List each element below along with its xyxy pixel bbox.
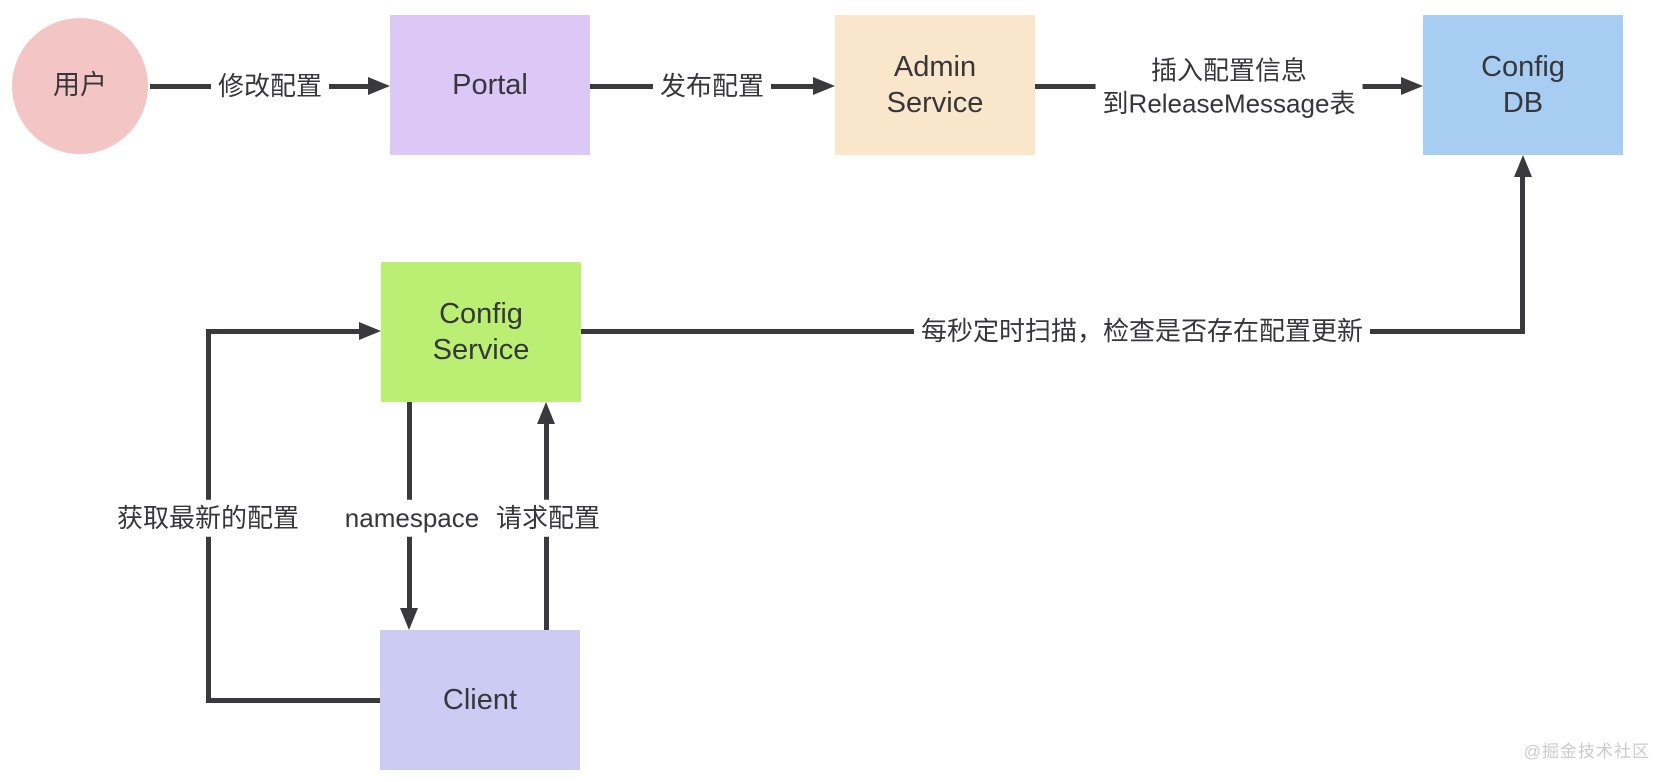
edge-publish-config-label: 发布配置: [652, 67, 772, 105]
node-client-label: Client: [442, 683, 518, 716]
edge-scan-db-label: 每秒定时扫描，检查是否存在配置更新: [913, 312, 1371, 350]
edge-namespace-label: namespace: [337, 499, 487, 537]
edge-fetch-latest-label: 获取最新的配置: [109, 499, 307, 537]
edge-fetch-latest-arrowhead-icon: [359, 322, 381, 340]
node-admin-service: Admin Service: [835, 15, 1035, 155]
edge-insert-release-message-arrowhead-icon: [1401, 77, 1423, 95]
node-config-db: Config DB: [1423, 15, 1623, 155]
node-portal-label: Portal: [452, 68, 528, 101]
node-user-label: 用户: [53, 70, 107, 101]
node-portal: Portal: [390, 15, 590, 155]
edge-insert-release-message-label: 插入配置信息 到ReleaseMessage表: [1095, 52, 1363, 122]
node-admin-service-label: Admin Service: [886, 50, 984, 119]
node-user: 用户: [12, 18, 148, 154]
node-config-db-label: Config DB: [1481, 50, 1565, 119]
watermark: @掘金技术社区: [1523, 742, 1650, 761]
edge-scan-db-line-vertical: [1520, 175, 1525, 334]
edge-request-config-arrowhead-icon: [537, 402, 555, 424]
edge-scan-db-arrowhead-icon: [1514, 155, 1532, 177]
edge-modify-config-arrowhead-icon: [368, 77, 390, 95]
edge-namespace-arrowhead-icon: [400, 608, 418, 630]
edge-fetch-latest-line-bottom: [206, 698, 380, 703]
edge-request-config-label: 请求配置: [488, 499, 608, 537]
edge-modify-config-label: 修改配置: [210, 67, 330, 105]
node-config-service: Config Service: [381, 262, 581, 402]
node-config-service-label: Config Service: [432, 297, 530, 366]
edge-publish-config-arrowhead-icon: [813, 77, 835, 95]
node-client: Client: [380, 630, 580, 770]
edge-fetch-latest-line-top: [206, 329, 359, 334]
